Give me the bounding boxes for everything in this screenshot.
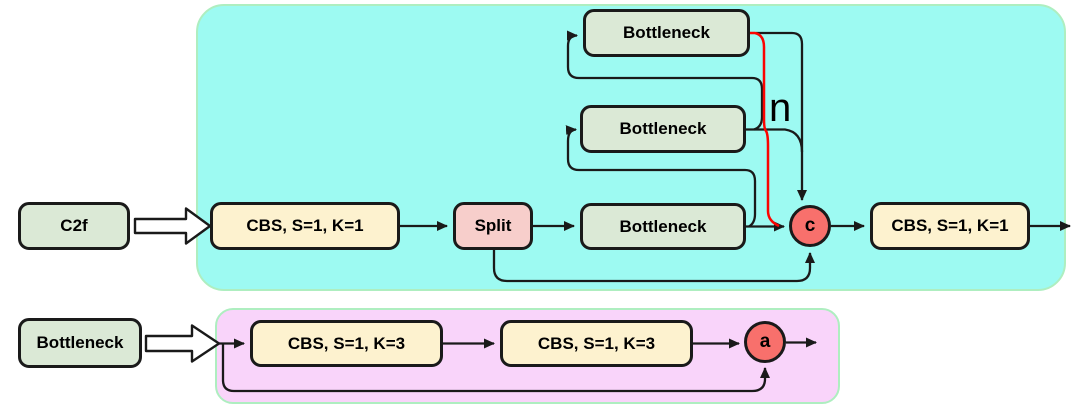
bottleneck-top-label: Bottleneck <box>623 23 710 42</box>
split-box: Split <box>453 202 533 250</box>
add-node: a <box>744 321 786 363</box>
split-label: Split <box>474 216 512 235</box>
connector-topout-concat <box>756 31 807 201</box>
bottleneck-cbs1-label: CBS, S=1, K=3 <box>287 333 406 353</box>
connector-loop-mid-to-top <box>566 30 764 131</box>
connector-split-skip-concat <box>492 250 815 283</box>
bottleneck-cbs1-box: CBS, S=1, K=3 <box>250 320 443 367</box>
connector-residual-skip <box>221 343 770 393</box>
cbs-out-label: CBS, S=1, K=1 <box>891 216 1009 235</box>
hollow-arrow-bottleneck-icon <box>144 324 221 363</box>
bottleneck-top-box: Bottleneck <box>583 9 750 57</box>
bottleneck-cbs2-box: CBS, S=1, K=3 <box>500 320 693 367</box>
cbs-out-box: CBS, S=1, K=1 <box>870 202 1030 250</box>
bottleneck-bottom-box: Bottleneck <box>580 203 746 250</box>
add-node-label: a <box>759 331 771 352</box>
bottleneck-legend-label: Bottleneck <box>36 333 124 352</box>
concat-node: c <box>789 205 831 247</box>
bottleneck-legend-box: Bottleneck <box>18 318 142 368</box>
cbs-in-box: CBS, S=1, K=1 <box>210 202 400 250</box>
repeat-count-label: n <box>769 86 792 130</box>
c2f-legend-box: C2f <box>18 202 130 250</box>
bottleneck-cbs2-label: CBS, S=1, K=3 <box>537 333 656 353</box>
hollow-arrow-c2f-icon <box>133 207 212 245</box>
connector-midout-vertical <box>746 128 804 153</box>
bottleneck-middle-box: Bottleneck <box>580 105 746 153</box>
c2f-legend-label: C2f <box>60 216 88 235</box>
cbs-in-label: CBS, S=1, K=1 <box>246 216 364 235</box>
bottleneck-middle-label: Bottleneck <box>619 119 707 138</box>
repeat-brace <box>747 31 780 228</box>
connector-loop-bottom-to-mid <box>565 125 757 228</box>
concat-node-label: c <box>804 215 816 236</box>
bottleneck-bottom-label: Bottleneck <box>619 216 707 236</box>
